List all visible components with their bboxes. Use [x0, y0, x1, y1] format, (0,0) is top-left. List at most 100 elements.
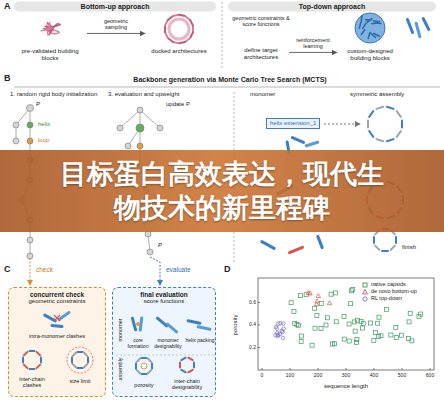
- text-label: finish: [402, 244, 416, 251]
- tree-node: [125, 143, 131, 149]
- text-label: Backbone generation via Monte Carlo Tree…: [20, 76, 440, 84]
- helix-rod: [140, 318, 142, 330]
- helix-rod: [179, 15, 185, 16]
- helix-rod: [45, 315, 56, 321]
- node-heading: pre-validated building blocks: [14, 48, 86, 62]
- text-label: porosity: [232, 314, 239, 335]
- text-label: 1. random rigid body initialization: [10, 91, 97, 98]
- helix-rod: [84, 353, 88, 357]
- text-label: 400: [364, 373, 384, 379]
- helix-rod: [165, 32, 168, 37]
- helix-rod: [395, 237, 397, 243]
- helix-rod: [374, 20, 380, 22]
- helix-rod: [397, 111, 401, 117]
- helix-rod: [387, 139, 394, 141]
- tree-node: [137, 107, 143, 113]
- helix-rod: [30, 368, 35, 370]
- edge-label: geometric sampling: [93, 18, 139, 31]
- helix-rod: [73, 364, 77, 368]
- helix-rod: [376, 107, 383, 109]
- helix-rod: [173, 15, 179, 16]
- helix-rod: [198, 327, 210, 329]
- helix-rod: [361, 30, 364, 35]
- scatter-plot: [258, 278, 434, 370]
- header-bar: [14, 2, 216, 12]
- text-label: inter-chain designability: [160, 378, 214, 391]
- text-label: monomer: [117, 318, 123, 341]
- helix-rod: [375, 246, 379, 250]
- legend-text: RL top-down: [371, 295, 402, 302]
- text-label: 3. evaluation and upweight: [108, 91, 179, 98]
- title-banner: 目标蛋白高效表达，现代生物技术的新里程碑: [0, 150, 444, 232]
- helix-rod: [382, 250, 388, 252]
- helix-rod: [148, 359, 152, 363]
- helix-rod: [181, 370, 185, 373]
- legend: native capsidsde novo bottom-upRL top-do…: [362, 281, 417, 302]
- text-label: update P: [166, 101, 190, 108]
- helix-rod: [181, 358, 185, 361]
- helix-rod: [185, 16, 190, 20]
- helix-rod: [179, 363, 181, 368]
- helix-rod: [148, 370, 152, 374]
- helix-rod: [359, 22, 361, 28]
- panel-c-art: [8, 257, 216, 397]
- helix-rod: [37, 352, 41, 356]
- helix-rod: [30, 350, 35, 352]
- legend-text: native capsids: [371, 281, 406, 288]
- title-text: 目标蛋白高效表达，现代生物技术的新里程碑: [52, 157, 392, 225]
- helix-rod: [157, 318, 166, 326]
- helix-rod: [87, 358, 89, 363]
- stage-box: pre-validated building blocks: [14, 12, 86, 62]
- helix-rod: [367, 121, 369, 128]
- helix-rod: [407, 19, 412, 32]
- helix-rod: [290, 247, 303, 252]
- text-label: evaluate: [166, 266, 191, 273]
- helix-rod: [423, 19, 428, 30]
- node-heading: docked architectures: [146, 48, 212, 55]
- legend-text: de novo bottom-up: [371, 288, 417, 295]
- helix-rod: [164, 26, 166, 32]
- stage-box: define target architectures: [234, 44, 288, 61]
- helix-rod: [375, 22, 381, 24]
- text-label: 500: [392, 373, 412, 379]
- helix-rod: [188, 370, 192, 373]
- helix-rod: [137, 359, 141, 363]
- node-heading: concurrent check: [12, 291, 102, 298]
- helix-rod: [167, 324, 176, 332]
- helix-rod: [367, 19, 372, 23]
- helix-rod: [318, 236, 322, 247]
- text-label: 100: [280, 373, 300, 379]
- text-label: geometric constraints & score functions: [232, 15, 290, 28]
- legend-row: de novo bottom-up: [362, 288, 417, 295]
- text-label: sequence length: [262, 383, 430, 390]
- tree-node: [157, 125, 163, 131]
- node-subtext: geometric constraints: [12, 298, 102, 305]
- tree-node: [27, 138, 33, 144]
- stage-box: docked architectures: [146, 12, 212, 55]
- text-label: symmetric assembly: [350, 91, 404, 98]
- helix-rod: [173, 42, 179, 43]
- divider: [222, 2, 223, 68]
- text-label: 600: [420, 373, 440, 379]
- text-label: size limit: [60, 378, 100, 384]
- helix-rod: [185, 38, 190, 42]
- helix-rod: [292, 138, 303, 143]
- text-label: inter-chain clashes: [12, 376, 52, 389]
- helix-rod: [190, 32, 193, 37]
- helix-rod: [262, 242, 274, 249]
- text-label: porosity: [128, 382, 160, 388]
- helix-rod: [373, 237, 375, 243]
- helix-rod: [132, 318, 135, 330]
- panel-letter: C: [4, 264, 11, 274]
- text-label: monomer designability: [151, 338, 185, 350]
- legend-row: RL top-down: [362, 295, 417, 302]
- text-label: assembly: [117, 357, 123, 380]
- legend-swatch: [362, 296, 368, 302]
- stage-box: custom-designed building blocks: [338, 12, 402, 62]
- panel-letter: B: [4, 73, 11, 83]
- helix-rod: [368, 33, 370, 39]
- panel-letter: A: [4, 1, 11, 11]
- legend-row: native capsids: [362, 281, 417, 288]
- node-heading: final evaluation: [116, 291, 212, 298]
